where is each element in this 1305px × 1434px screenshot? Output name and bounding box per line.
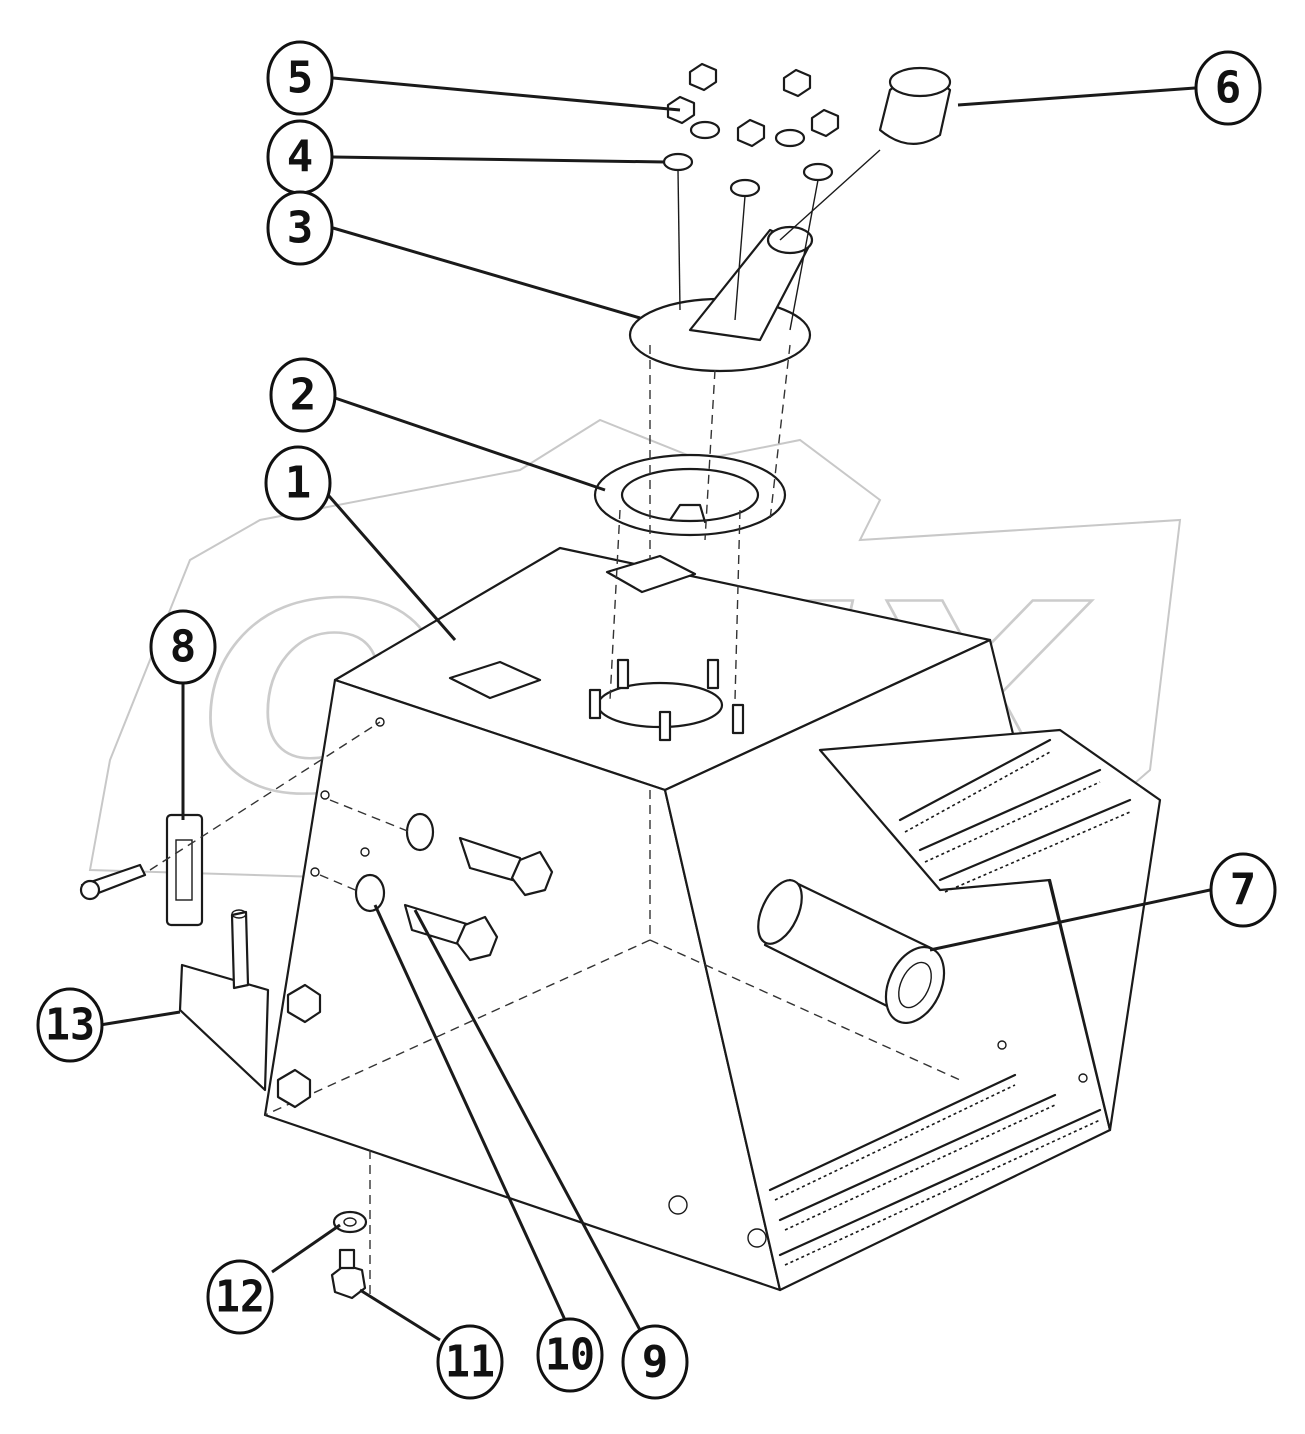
callout-label-7: 7 — [1230, 865, 1257, 916]
callout-9[interactable]: 9 — [621, 1324, 689, 1400]
callout-10[interactable]: 10 — [536, 1317, 604, 1393]
callout-label-11: 11 — [445, 1337, 495, 1388]
callout-1[interactable]: 1 — [264, 445, 332, 521]
callout-label-2: 2 — [290, 370, 317, 421]
callout-label-8: 8 — [170, 622, 197, 673]
callout-label-1: 1 — [285, 458, 312, 509]
part-3-filler-neck — [609, 225, 814, 701]
callout-label-5: 5 — [287, 53, 314, 104]
callout-2[interactable]: 2 — [269, 357, 337, 433]
part-6-filler-cap — [779, 66, 952, 241]
parts-4-5-washers-nuts — [662, 62, 840, 331]
callout-label-13: 13 — [45, 1000, 95, 1051]
callout-11[interactable]: 11 — [436, 1324, 504, 1400]
leader-lines — [99, 76, 1211, 1342]
parts-9-10-bolts — [319, 799, 554, 962]
part-2-gasket — [593, 453, 787, 537]
part-8-level-gauge — [79, 721, 381, 927]
callout-7[interactable]: 7 — [1209, 852, 1277, 928]
callout-6[interactable]: 6 — [1194, 50, 1262, 126]
callout-label-12: 12 — [215, 1272, 265, 1323]
callout-13[interactable]: 13 — [36, 987, 104, 1063]
callout-label-4: 4 — [287, 132, 314, 183]
callout-4[interactable]: 4 — [266, 119, 334, 195]
part-7-filter — [757, 878, 946, 1024]
part-13-bracket — [178, 909, 270, 1092]
callout-5[interactable]: 5 — [266, 40, 334, 116]
callout-label-10: 10 — [545, 1330, 595, 1381]
callout-label-3: 3 — [287, 203, 314, 254]
callout-3[interactable]: 3 — [266, 190, 334, 266]
callout-label-6: 6 — [1215, 63, 1242, 114]
callout-label-9: 9 — [642, 1337, 669, 1388]
parts-11-12-drain-plug — [330, 1210, 368, 1300]
callout-12[interactable]: 12 — [206, 1259, 274, 1335]
callout-8[interactable]: 8 — [149, 609, 217, 685]
